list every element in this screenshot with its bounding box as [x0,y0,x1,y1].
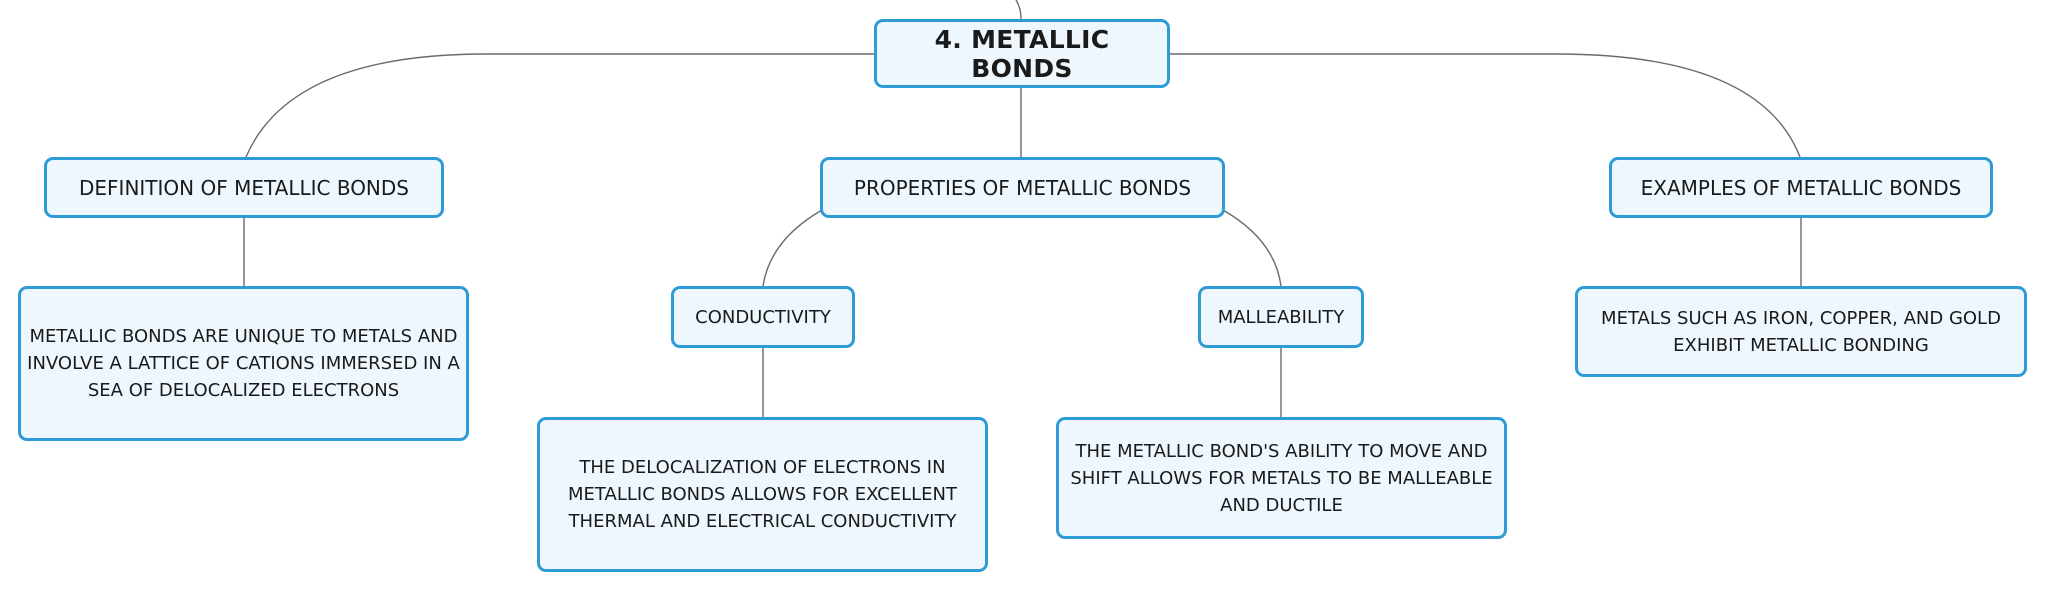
detail-node-text: METALS SUCH AS IRON, COPPER, AND GOLD EX… [1601,307,2001,356]
subtopic-node-label: CONDUCTIVITY [695,306,831,328]
connector-root-to-definition [245,53,874,158]
subtopic-node-label: MALLEABILITY [1217,306,1345,328]
connector-properties-to-malleability [1222,209,1282,287]
topic-node-label: DEFINITION OF METALLIC BONDS [79,175,409,200]
subtopic-node-malleability[interactable]: MALLEABILITY [1198,286,1364,348]
detail-node-examples[interactable]: METALS SUCH AS IRON, COPPER, AND GOLD EX… [1575,286,2027,377]
connector-root-to-examples [1170,53,1801,158]
detail-node-text: THE DELOCALIZATION OF ELECTRONS IN METAL… [568,457,957,532]
topic-node-definition[interactable]: DEFINITION OF METALLIC BONDS [44,157,444,218]
topic-node-examples[interactable]: EXAMPLES OF METALLIC BONDS [1609,157,1993,218]
connector-root-incoming [1015,0,1022,20]
topic-node-label: EXAMPLES OF METALLIC BONDS [1640,175,1962,200]
subtopic-node-conductivity[interactable]: CONDUCTIVITY [671,286,855,348]
detail-node-definition[interactable]: METALLIC BONDS ARE UNIQUE TO METALS AND … [18,286,469,441]
root-node-label: 4. METALLIC BONDS [934,24,1110,83]
root-node-metallic-bonds[interactable]: 4. METALLIC BONDS [874,19,1170,88]
topic-node-properties[interactable]: PROPERTIES OF METALLIC BONDS [820,157,1225,218]
topic-node-label: PROPERTIES OF METALLIC BONDS [853,175,1192,200]
detail-node-text: THE METALLIC BOND'S ABILITY TO MOVE AND … [1070,440,1493,516]
connector-properties-to-conductivity [762,209,823,287]
detail-node-malleability[interactable]: THE METALLIC BOND'S ABILITY TO MOVE AND … [1056,417,1507,539]
detail-node-text: METALLIC BONDS ARE UNIQUE TO METALS AND … [27,326,460,401]
detail-node-conductivity[interactable]: THE DELOCALIZATION OF ELECTRONS IN METAL… [537,417,988,572]
